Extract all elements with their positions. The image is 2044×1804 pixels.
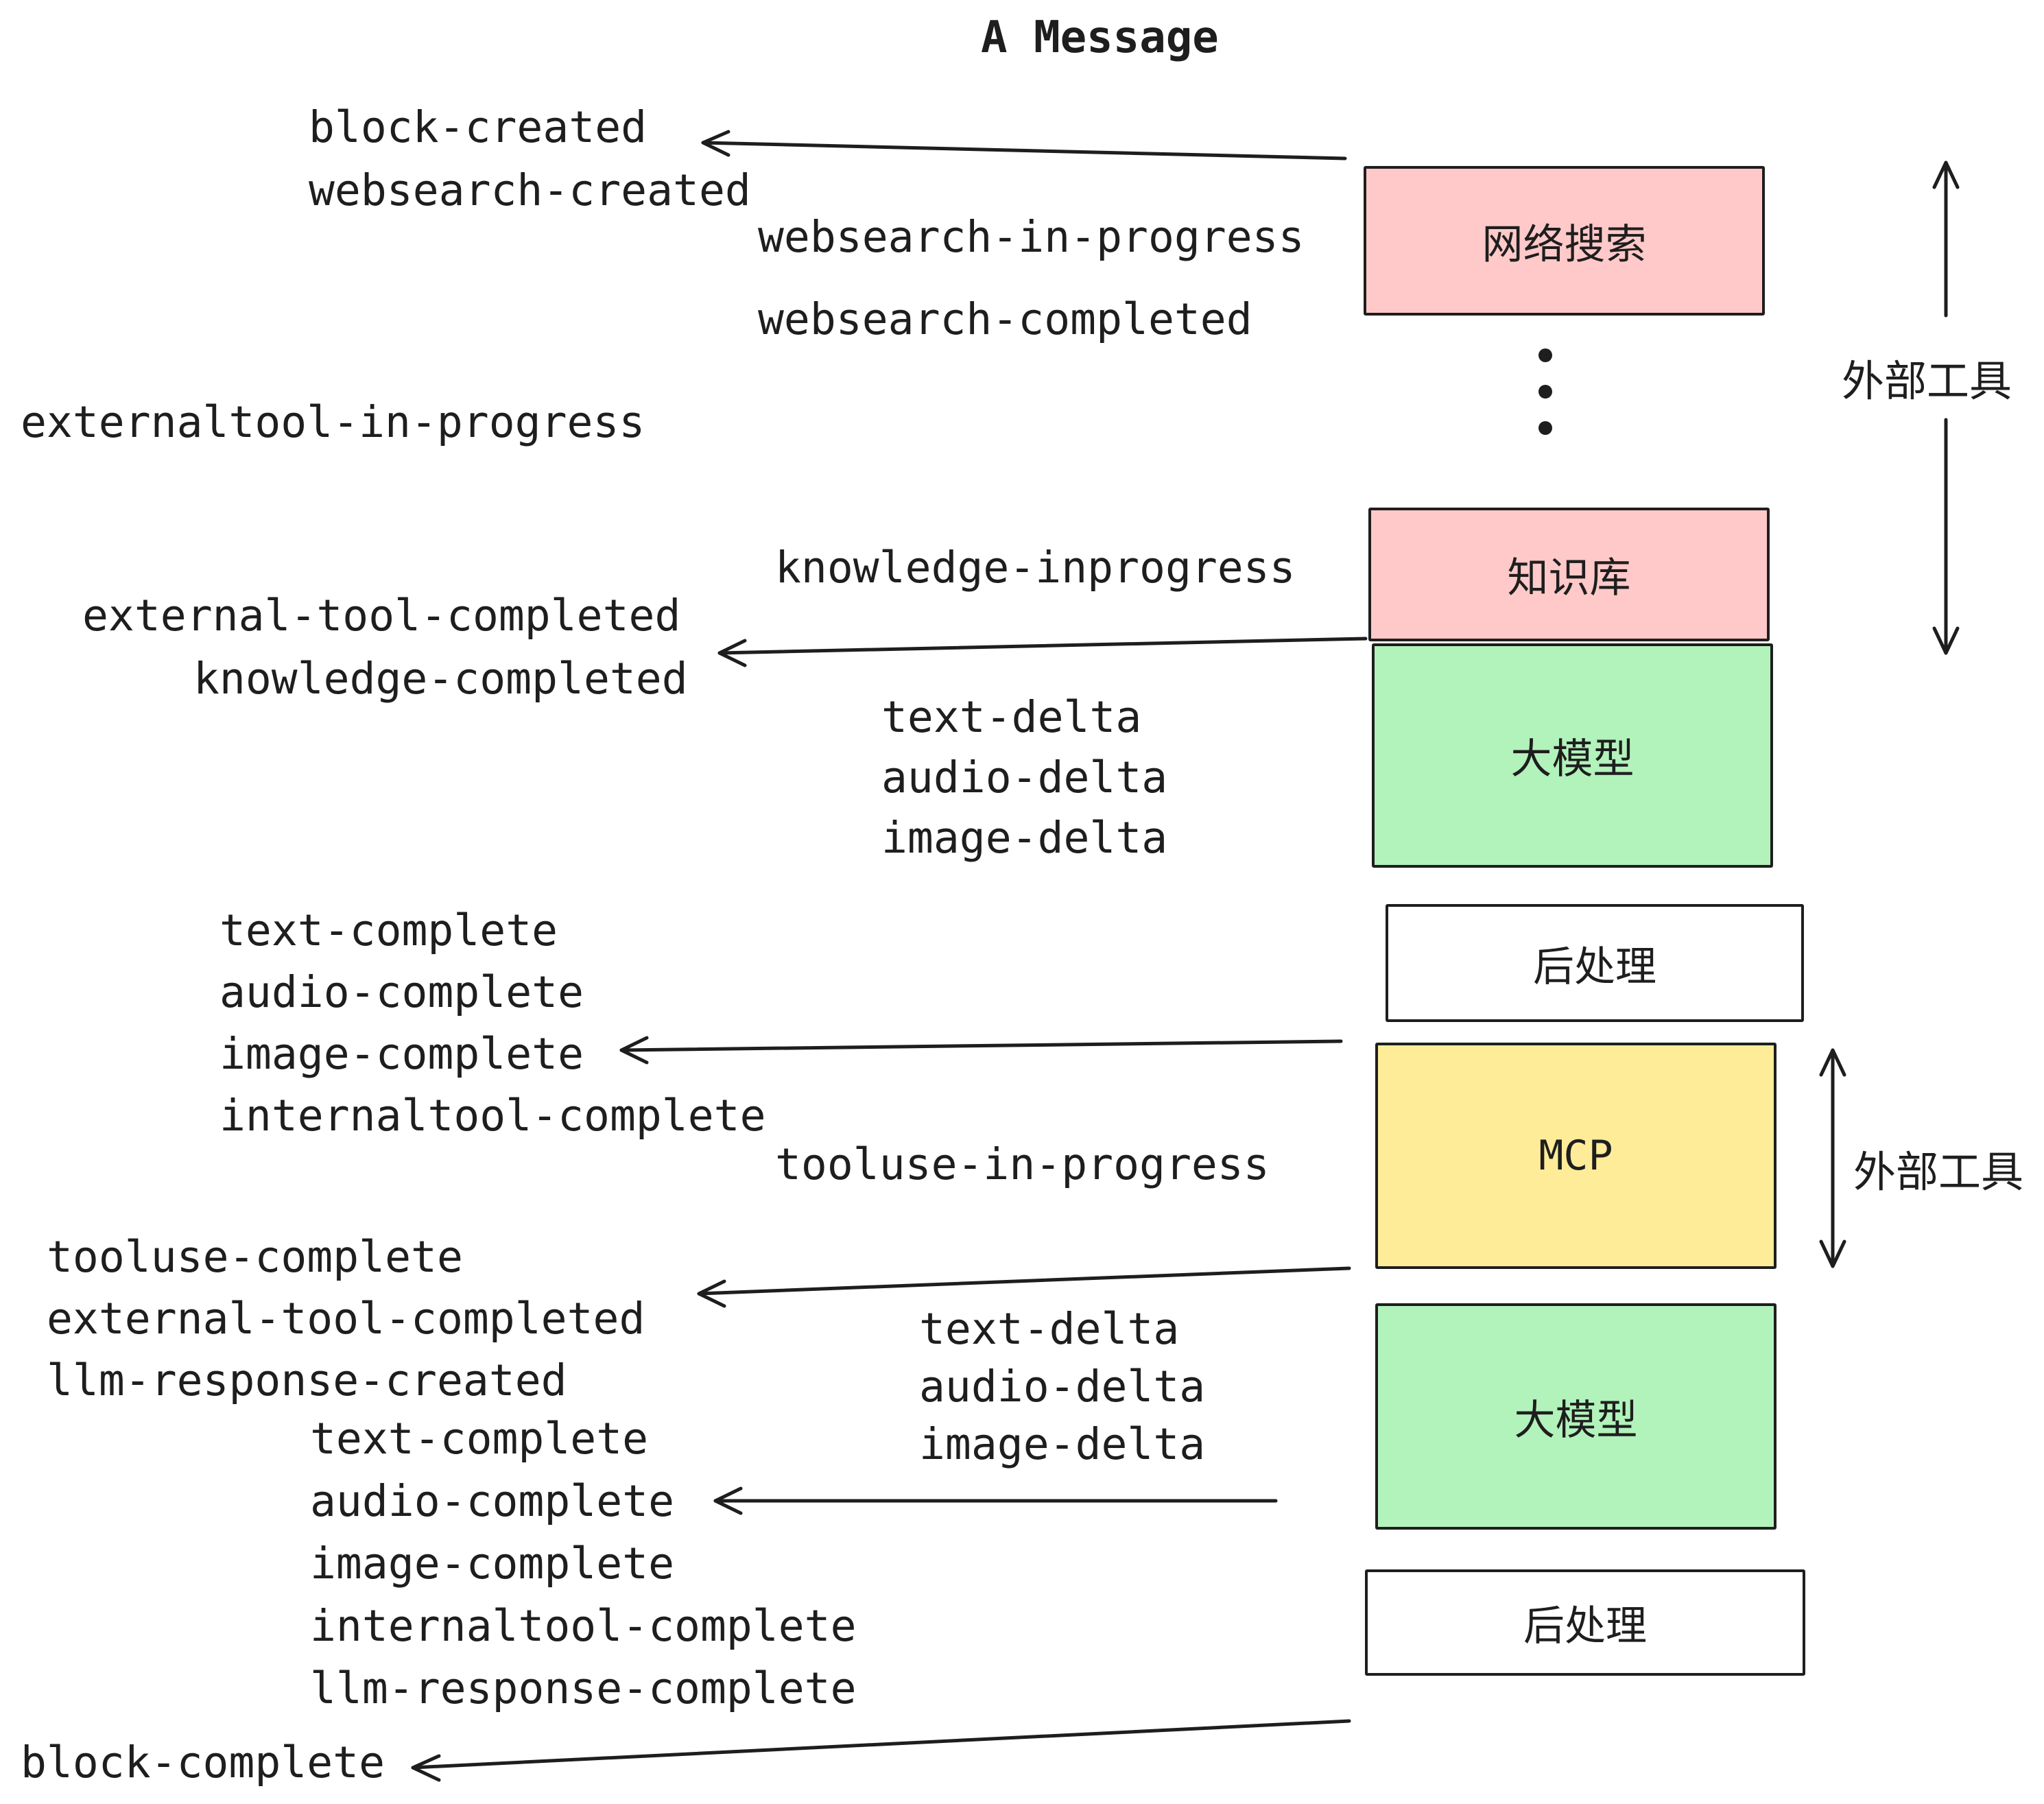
event-externaltool-in-progress: externaltool-in-progress <box>21 397 645 447</box>
event-block-created: block-created <box>309 102 647 152</box>
event-external-tool-completed-2: external-tool-completed <box>47 1294 645 1344</box>
box-websearch-label: 网络搜索 <box>1482 220 1647 269</box>
arrow-block-created <box>701 130 1347 161</box>
diagram-title: A Message <box>981 12 1219 63</box>
box-knowledge-label: 知识库 <box>1507 554 1631 602</box>
event-image-delta-2: image-delta <box>919 1419 1206 1469</box>
event-audio-delta: audio-delta <box>881 752 1168 803</box>
box-llm-1: 大模型 <box>1372 643 1773 868</box>
arrow-knowledge-completed <box>717 637 1368 667</box>
external-tools-label-1: 外部工具 <box>1842 356 2012 406</box>
tooluse-events-group: tooluse-complete external-tool-completed… <box>47 1226 645 1412</box>
complete-events-group-2: text-complete audio-complete image-compl… <box>310 1408 857 1720</box>
box-postprocess-2: 后处理 <box>1365 1569 1805 1676</box>
arrow-block-complete <box>411 1719 1351 1782</box>
event-audio-delta-2: audio-delta <box>919 1362 1206 1412</box>
event-internaltool-complete-2: internaltool-complete <box>310 1601 857 1651</box>
event-image-complete-2: image-complete <box>310 1539 675 1589</box>
delta-events-group-2: text-delta audio-delta image-delta <box>919 1301 1205 1473</box>
event-internaltool-complete: internaltool-complete <box>219 1091 766 1141</box>
event-block-complete: block-complete <box>21 1737 385 1788</box>
event-knowledge-completed: knowledge-completed <box>193 654 688 704</box>
delta-events-group-1: text-delta audio-delta image-delta <box>881 687 1167 868</box>
box-postprocess-1-label: 后处理 <box>1533 942 1656 991</box>
box-llm-2: 大模型 <box>1375 1303 1776 1530</box>
box-mcp: MCP <box>1375 1043 1776 1269</box>
event-websearch-created: websearch-created <box>309 165 751 215</box>
external-tools-arrow-2 <box>1819 1048 1846 1268</box>
event-tooluse-complete: tooluse-complete <box>47 1232 463 1282</box>
box-llm-2-label: 大模型 <box>1514 1396 1638 1445</box>
box-websearch: 网络搜索 <box>1364 166 1765 316</box>
event-tooluse-in-progress: tooluse-in-progress <box>775 1139 1270 1189</box>
ellipsis-icon <box>1538 348 1552 435</box>
box-mcp-label: MCP <box>1538 1132 1613 1180</box>
event-text-delta: text-delta <box>881 692 1142 742</box>
event-websearch-completed: websearch-completed <box>758 294 1252 344</box>
event-image-delta: image-delta <box>881 813 1168 863</box>
event-text-complete: text-complete <box>219 905 558 956</box>
event-text-delta-2: text-delta <box>919 1304 1180 1354</box>
box-postprocess-2-label: 后处理 <box>1523 1602 1647 1650</box>
event-external-tool-completed: external-tool-completed <box>82 591 681 641</box>
event-knowledge-inprogress: knowledge-inprogress <box>775 543 1296 593</box>
event-websearch-in-progress: websearch-in-progress <box>758 212 1305 262</box>
box-postprocess-1: 后处理 <box>1386 904 1804 1022</box>
external-tools-label-2: 外部工具 <box>1853 1147 2024 1197</box>
event-llm-response-created: llm-response-created <box>47 1355 567 1405</box>
event-image-complete: image-complete <box>219 1029 584 1079</box>
box-llm-1-label: 大模型 <box>1510 735 1635 783</box>
event-llm-response-complete: llm-response-complete <box>310 1663 857 1713</box>
box-knowledge: 知识库 <box>1368 508 1770 641</box>
event-audio-complete-2: audio-complete <box>310 1476 675 1526</box>
complete-events-group-1: text-complete audio-complete image-compl… <box>219 900 766 1147</box>
event-text-complete-2: text-complete <box>310 1414 649 1464</box>
event-audio-complete: audio-complete <box>219 967 584 1017</box>
